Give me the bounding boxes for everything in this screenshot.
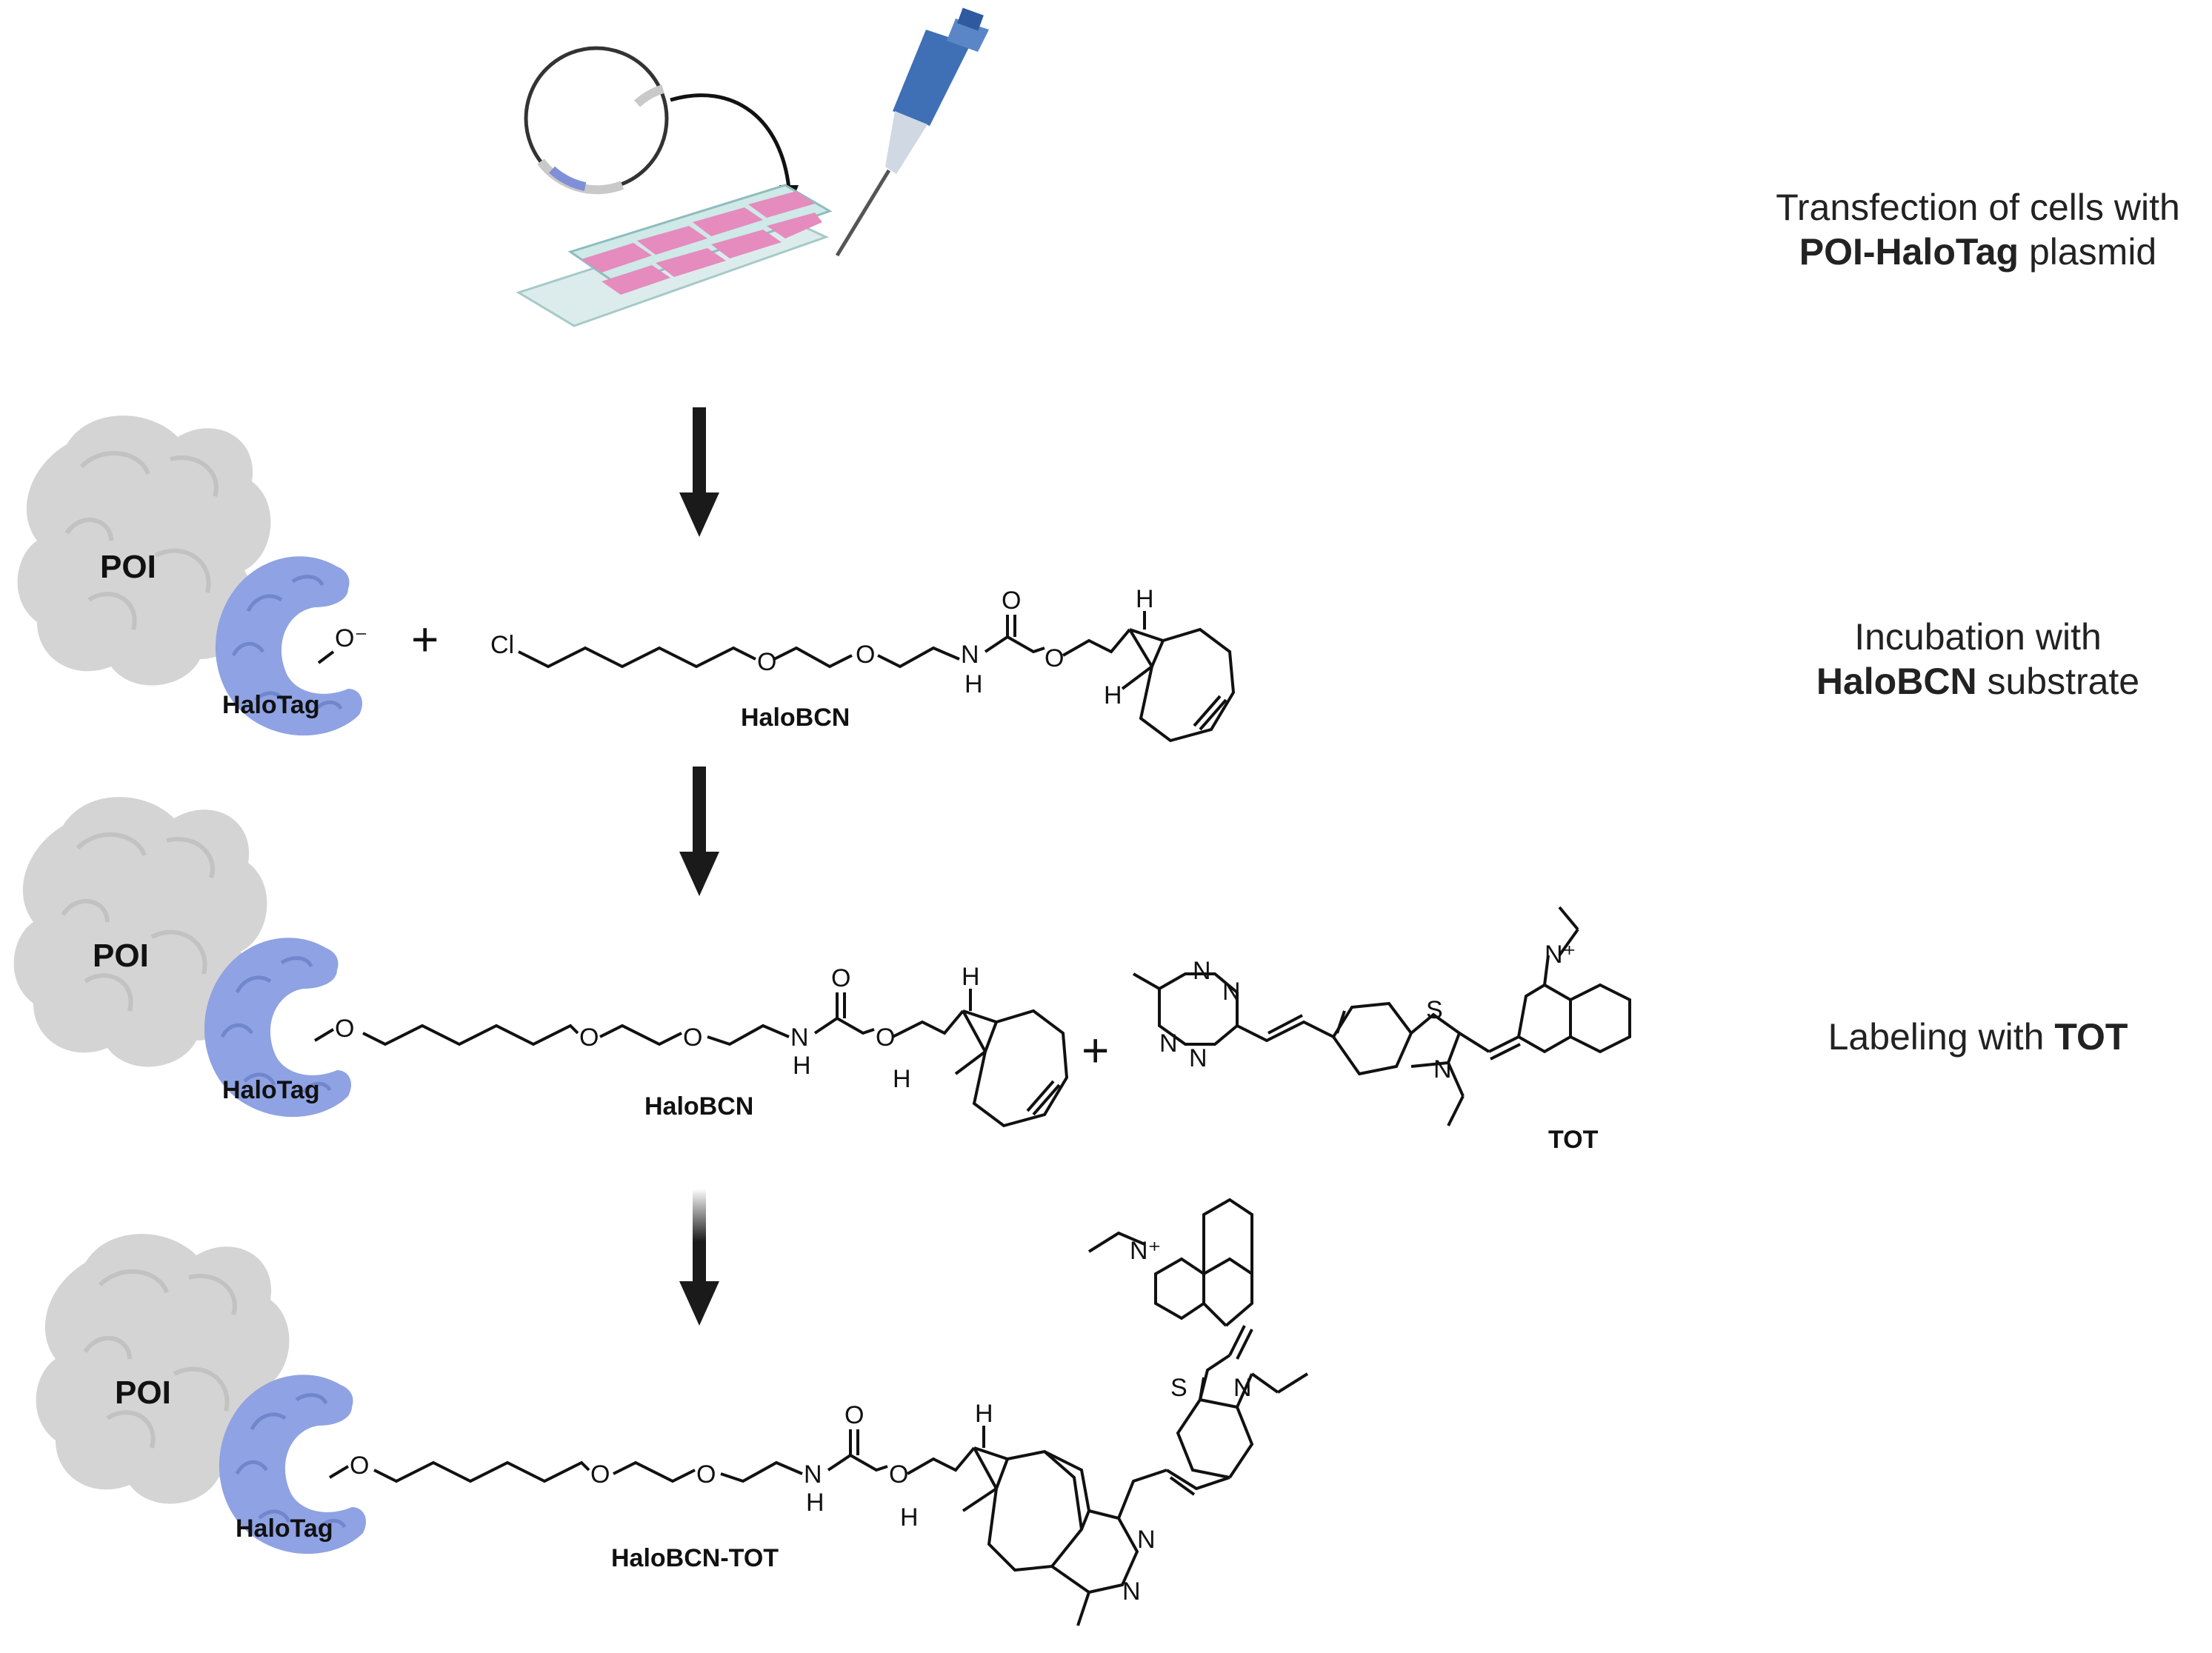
nitrogen-atom-conj: N [1233, 1374, 1252, 1402]
nitrogen-atom-2: N [790, 1023, 809, 1052]
oxygen-atom-2d: O [831, 964, 850, 992]
halotag-label-2: HaloTag [222, 1076, 320, 1104]
step3-prefix: Labeling with [1828, 1016, 2055, 1058]
hydrogen-atom-2b: H [962, 963, 980, 991]
hydrogen-atom-2a: H [793, 1052, 811, 1080]
halobcn-linker-structure-2 [313, 989, 1069, 1128]
sulfur-atom-tot: S [1426, 996, 1443, 1024]
quinolinium-n-conj: N⁺ [1130, 1237, 1162, 1265]
halobcn-structure-1 [518, 611, 1236, 743]
oxygen-atom-1a: O [757, 648, 776, 676]
oxygen-atom-3a: O [350, 1452, 369, 1480]
hydrogen-atom-1b: H [1136, 585, 1154, 613]
hydrogen-atom-2c: H [893, 1065, 911, 1093]
halobcn-label-2: HaloBCN [644, 1092, 753, 1121]
halobcn-label-1: HaloBCN [741, 704, 850, 732]
oxygen-atom-1b: O [856, 641, 875, 669]
step2-bold: HaloBCN [1816, 661, 1977, 702]
oxygen-atom-3c: O [696, 1460, 716, 1489]
oxygen-atom-1d: O [1045, 644, 1064, 672]
quinolinium-n-tot: N⁺ [1545, 941, 1576, 969]
plus-sign-1: + [411, 612, 439, 666]
tetrazine-n-1: N [1193, 957, 1211, 985]
step-transfection-text: Transfection of cells with POI-HaloTag p… [1741, 185, 2212, 274]
pyridazine-n-2: N [1122, 1577, 1141, 1606]
hydrogen-atom-3a: H [806, 1489, 824, 1517]
hydrogen-atom-1a: H [965, 670, 983, 698]
step-labeling-text: Labeling with TOT [1741, 1015, 2212, 1059]
step-arrow-3 [679, 1189, 719, 1326]
oxygen-atom-2e: O [876, 1023, 895, 1052]
oxygen-atom-2b: O [579, 1023, 599, 1052]
poi-label-1: POI [100, 549, 156, 585]
tetrazine-n-2: N [1222, 978, 1241, 1006]
chlorine-atom: Cl [490, 631, 514, 659]
tetrazine-n-3: N [1159, 1029, 1178, 1058]
oxygen-atom-1c: O [1002, 587, 1021, 615]
tot-structure [1133, 906, 1631, 1126]
step1-line1: Transfection of cells with [1776, 187, 2180, 228]
step2-line1: Incubation with [1854, 616, 2102, 658]
step1-bold: POI-HaloTag [1799, 231, 2019, 273]
step-arrow-2 [679, 767, 719, 896]
poi-label-3: POI [115, 1375, 171, 1411]
oxygen-atom-3b: O [590, 1460, 610, 1489]
pyridazine-n-1: N [1137, 1526, 1156, 1554]
sulfur-atom-conj: S [1170, 1374, 1187, 1402]
tetrazine-n-4: N [1189, 1044, 1207, 1072]
poi-protein-3: POI [36, 1234, 290, 1503]
oxygen-atom-3e: O [889, 1460, 908, 1489]
halotag-label-3: HaloTag [236, 1515, 333, 1543]
halobcn-tot-structure [328, 1198, 1309, 1626]
hydrogen-atom-3c: H [900, 1503, 919, 1532]
nitrogen-atom-3: N [804, 1460, 822, 1489]
tot-label: TOT [1548, 1126, 1599, 1154]
oxygen-atom-2c: O [683, 1023, 702, 1052]
step-incubation-text: Incubation with HaloBCN substrate [1741, 615, 2212, 704]
hydrogen-atom-3b: H [975, 1400, 993, 1428]
poi-protein-1: POI [18, 415, 271, 685]
poi-protein-2: POI [14, 797, 267, 1066]
nitrogen-atom-tot: N [1433, 1055, 1452, 1083]
oxygen-atom-3d: O [845, 1401, 864, 1429]
halotag-label-1: HaloTag [222, 691, 320, 719]
pipette-icon [835, 7, 989, 257]
step2-rest: substrate [1976, 661, 2140, 702]
step-arrow-1 [679, 407, 719, 537]
step1-rest: plasmid [2019, 231, 2157, 273]
halobcn-tot-label: HaloBCN-TOT [611, 1544, 779, 1572]
poi-label-2: POI [93, 938, 149, 974]
plus-sign-2: + [1082, 1023, 1109, 1077]
hydrogen-atom-1c: H [1104, 681, 1122, 709]
nitrogen-atom-1: N [961, 641, 979, 669]
chamber-slide-icon [516, 184, 833, 327]
plasmid-icon [524, 46, 669, 195]
oxide-atom: O⁻ [335, 624, 367, 652]
oxygen-atom-2a: O [335, 1015, 354, 1043]
step3-bold: TOT [2054, 1016, 2128, 1058]
